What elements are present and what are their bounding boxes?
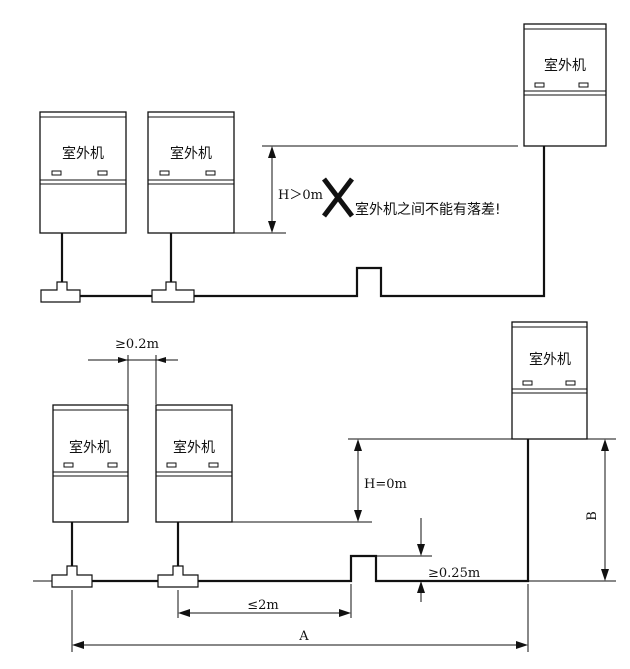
outdoor-unit-bottom-3: 室外机 [511,321,588,440]
outdoor-unit-top-2: 室外机 [147,111,235,234]
unit-label: 室外机 [529,351,571,368]
main-pipe [194,146,546,298]
arrow-head [268,146,276,158]
outdoor-unit-bottom-1: 室外机 [52,404,129,523]
arrow-head [601,439,609,451]
unit-label: 室外机 [69,439,111,456]
unit-label: 室外机 [544,57,586,74]
unit-label: 室外机 [173,439,215,456]
tee-joint [151,281,195,303]
arrow-head [118,357,128,363]
gap-label: ≥0.2m [115,337,159,352]
arrow-head [417,544,425,556]
outdoor-unit-top-1: 室外机 [39,111,127,234]
unit-label: 室外机 [62,145,104,162]
outdoor-unit-top-3: 室外机 [523,23,607,147]
bottom-diagram: ≥0.2m 室外机 室外机 [33,321,616,652]
spacing-label: ≤2m [247,598,279,613]
arrow-head [72,641,84,649]
height-label: H＞0m [278,188,323,203]
arrow-head [268,221,276,233]
unit-label: 室外机 [170,145,212,162]
arrow-head [354,510,362,522]
arrow-head [516,641,528,649]
warning-text: 室外机之间不能有落差! [355,201,501,218]
arrow-head [354,439,362,451]
arrow-head [417,581,425,593]
top-diagram: 室外机 室外机 室外机 [39,23,607,303]
tee-joint [51,565,93,588]
vertical-label: B [585,511,600,521]
arrow-head [601,569,609,581]
rise-label: ≥0.25m [428,566,480,581]
main-pipe [198,439,530,583]
outdoor-unit-bottom-2: 室外机 [155,404,233,523]
tee-joint [157,565,199,588]
arrow-head [156,357,166,363]
tee-joint [40,281,81,303]
length-label: A [298,629,309,644]
arrow-head [178,609,190,617]
prohibited-x-icon [322,177,354,218]
arrow-head [339,609,351,617]
height-label: H=0m [364,477,407,492]
